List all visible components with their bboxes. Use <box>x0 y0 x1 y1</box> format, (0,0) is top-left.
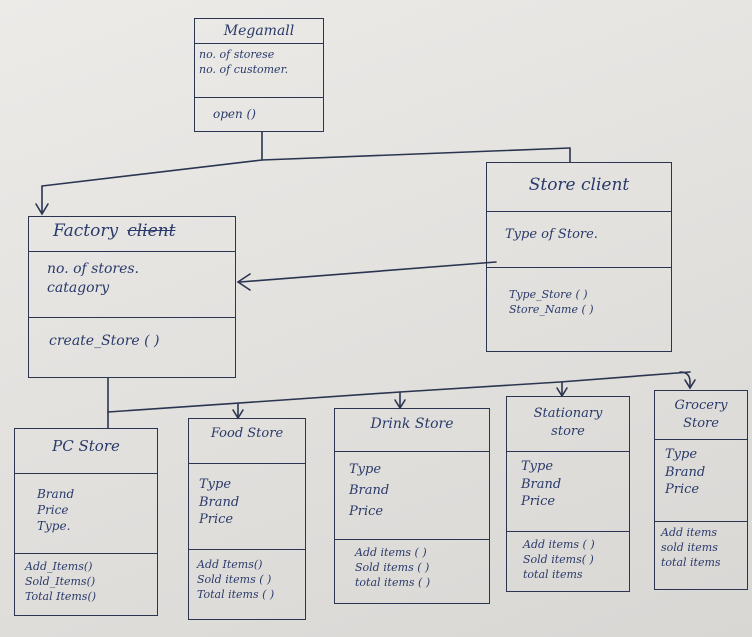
class-megamall: Megamall no. of storese no. of customer.… <box>194 18 324 132</box>
class-factory: Factory client no. of stores. catagory c… <box>28 216 236 378</box>
attribute: Type <box>665 447 698 462</box>
method: Sold_Items() <box>25 574 96 588</box>
method: Add items ( ) <box>355 546 427 559</box>
arrowhead-grocery-store <box>684 379 696 390</box>
method: Add Items() <box>197 558 263 571</box>
attribute: no. of customer. <box>199 62 289 76</box>
attribute: Brand <box>37 487 75 501</box>
class-name: Store <box>683 415 719 431</box>
method: sold items <box>661 540 718 554</box>
attribute: Price <box>37 503 69 518</box>
method: Total items ( ) <box>197 587 275 601</box>
class-name: Food Store <box>210 426 284 441</box>
attribute: Price <box>521 494 556 510</box>
class-drink-store: Drink Store Type Brand Price Add items (… <box>334 408 490 604</box>
class-name: Stationary <box>533 406 603 421</box>
method: create_Store ( ) <box>49 333 160 349</box>
attribute: catagory <box>47 279 110 296</box>
class-name: Drink Store <box>370 416 454 432</box>
attribute: Price <box>349 503 384 519</box>
arrowhead-store-client-to-factory <box>236 273 251 291</box>
class-name-struck: client <box>127 221 176 241</box>
method: open () <box>213 107 256 121</box>
class-name: Grocery <box>674 398 728 413</box>
method: Sold items ( ) <box>197 572 272 586</box>
method: Total Items() <box>25 589 97 603</box>
attribute: Price <box>665 482 700 498</box>
class-name: store <box>551 424 585 440</box>
method: Sold items ( ) <box>355 560 430 574</box>
attribute: no. of storese <box>199 48 275 61</box>
class-grocery-store: Grocery Store Type Brand Price Add items… <box>654 390 748 590</box>
class-name: Megamall <box>223 23 295 39</box>
method: Add_Items() <box>25 560 93 573</box>
attribute: Brand <box>349 482 390 498</box>
class-name: PC Store <box>52 437 120 455</box>
attribute: Price <box>199 512 234 528</box>
attribute: no. of stores. <box>47 261 140 277</box>
drop-grocery-store <box>679 371 691 389</box>
connector-store-client-to-factory <box>239 261 497 283</box>
class-pc-store: PC Store Brand Price Type. Add_Items() S… <box>14 428 158 616</box>
method: total items ( ) <box>355 575 431 589</box>
attribute: Type <box>349 462 382 477</box>
method: total items <box>523 567 583 581</box>
class-food-store: Food Store Type Brand Price Add Items() … <box>188 418 306 620</box>
attribute: Brand <box>665 464 706 480</box>
connector-bus <box>41 147 571 187</box>
method: Type_Store ( ) <box>509 288 588 301</box>
class-name: Factory <box>53 221 119 241</box>
method: Add items <box>661 526 718 539</box>
attribute: Type <box>521 459 554 474</box>
attribute: Type of Store. <box>505 227 598 242</box>
method: Add items ( ) <box>523 538 595 551</box>
class-stationary-store: Stationary store Type Brand Price Add it… <box>506 396 630 592</box>
class-name: Store client <box>528 175 630 195</box>
method: total items <box>661 555 721 569</box>
connector-stores-bus <box>107 371 691 413</box>
attribute: Brand <box>199 494 240 510</box>
attribute: Type <box>199 477 232 492</box>
method: Sold items( ) <box>523 552 594 566</box>
method: Store_Name ( ) <box>509 302 594 316</box>
attribute: Brand <box>521 476 562 492</box>
class-store-client: Store client Type of Store. Type_Store (… <box>486 162 672 352</box>
arrowhead-factory <box>35 203 49 216</box>
attribute: Type. <box>37 519 71 534</box>
